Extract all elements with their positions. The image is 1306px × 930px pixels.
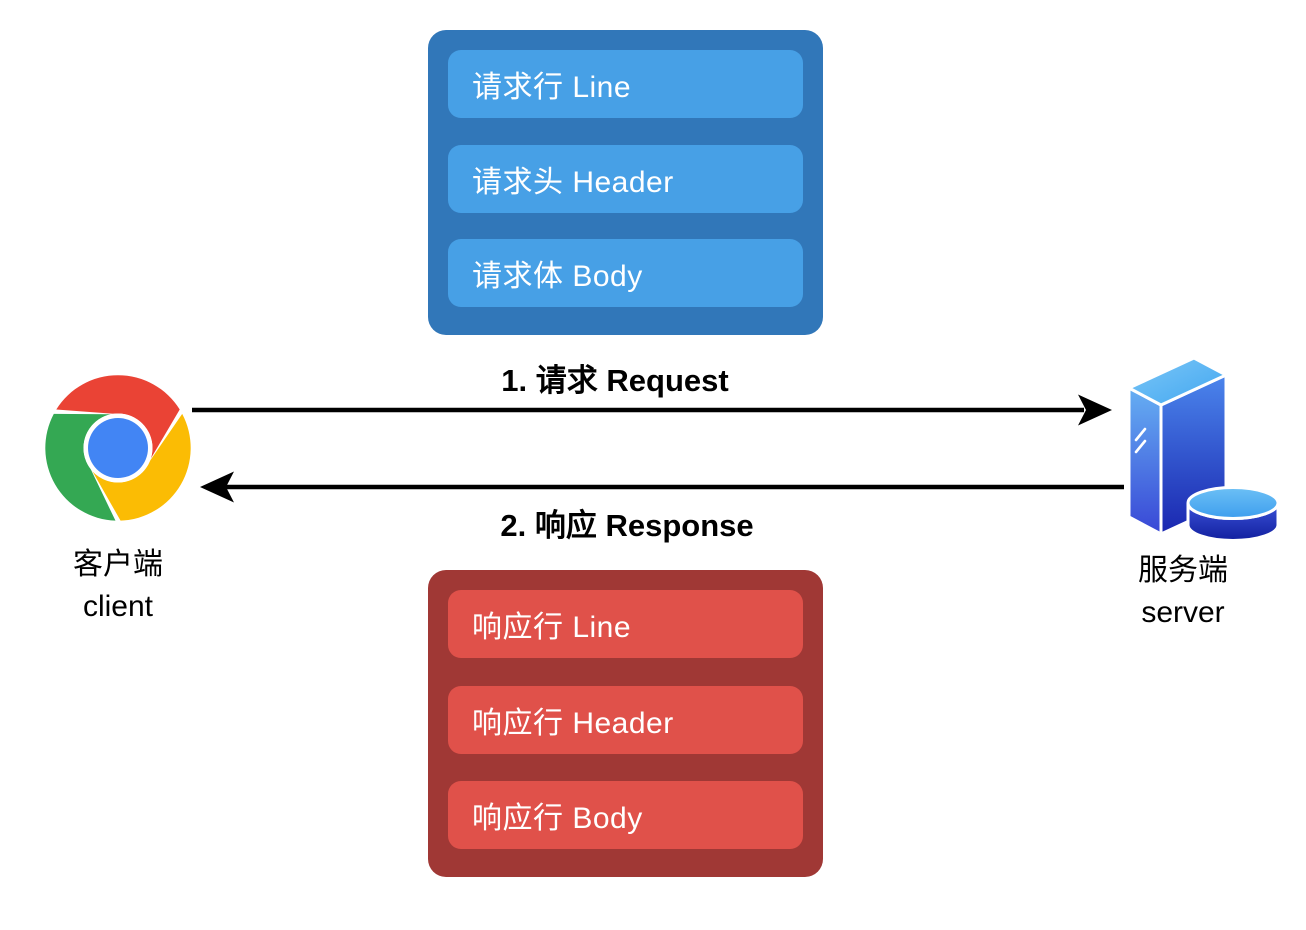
chrome-green-segment xyxy=(45,413,116,521)
response-line-item: 响应行 Line xyxy=(448,590,803,658)
server-label-en: server xyxy=(1141,596,1225,629)
client-caption: 客户端 client xyxy=(18,544,218,628)
arrowhead-right-icon xyxy=(1078,394,1112,426)
database-cylinder-top xyxy=(1186,486,1280,520)
chrome-logo-icon xyxy=(45,375,191,521)
chrome-blue-center xyxy=(88,418,148,478)
response-flow-label: 2. 响应 Response xyxy=(500,508,754,543)
request-line-item: 请求行 Line xyxy=(448,50,803,118)
request-line-label: 请求行 Line xyxy=(472,71,632,104)
server-left-face xyxy=(1127,386,1163,536)
server-top-face xyxy=(1127,356,1228,407)
client-label-en: client xyxy=(82,590,154,623)
server-indicator-slashes xyxy=(1134,427,1147,454)
request-body-item: 请求体 Body xyxy=(448,239,803,307)
request-flow-label: 1. 请求 Request xyxy=(501,363,729,398)
chrome-yellow-segment xyxy=(92,413,191,521)
response-header-item: 响应行 Header xyxy=(448,685,803,754)
chrome-red-segment xyxy=(56,375,180,459)
request-header-item: 请求头 Header xyxy=(448,144,803,213)
response-structure-box: 响应行 Line 响应行 Header 响应行 Body xyxy=(428,570,823,877)
request-header-label: 请求头 Header xyxy=(472,165,674,199)
server-tower-icon xyxy=(1127,356,1280,542)
response-arrow xyxy=(200,471,1124,503)
client-label-zh: 客户端 xyxy=(73,548,163,581)
request-body-label: 请求体 Body xyxy=(472,260,643,293)
request-structure-box: 请求行 Line 请求头 Header 请求体 Body xyxy=(428,30,823,335)
server-label-zh: 服务端 xyxy=(1138,554,1228,587)
response-header-label: 响应行 Header xyxy=(472,706,674,740)
request-arrow xyxy=(192,394,1112,426)
arrowhead-left-icon xyxy=(200,471,234,503)
response-body-label: 响应行 Body xyxy=(472,802,643,835)
response-line-label: 响应行 Line xyxy=(472,611,632,644)
response-body-item: 响应行 Body xyxy=(448,781,803,849)
server-caption: 服务端 server xyxy=(1083,550,1283,634)
